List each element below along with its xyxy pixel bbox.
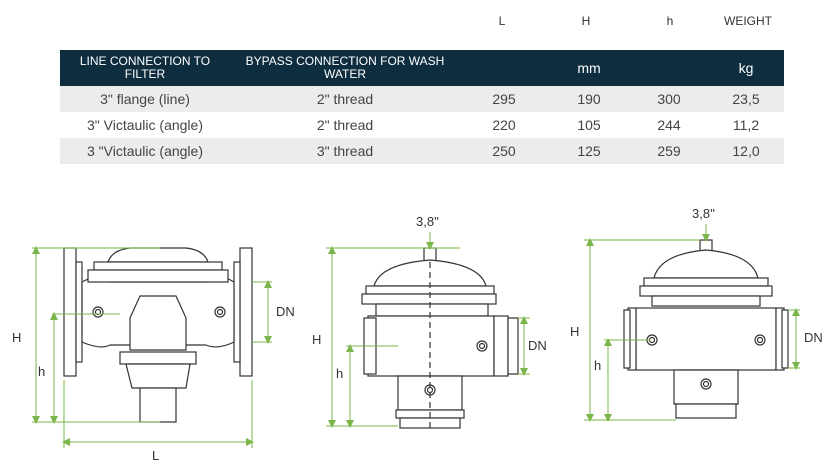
cell-weight: 23,5 [708, 86, 784, 112]
d2-label-top: 3,8'' [416, 214, 440, 229]
cell-bypass: 3" thread [230, 138, 460, 164]
drawing-flange-filter [63, 247, 253, 423]
cell-bypass: 2" thread [230, 86, 460, 112]
cell-H: 190 [548, 86, 630, 112]
drawing-angle-filter-side [361, 247, 519, 429]
d1-label-h: h [38, 364, 46, 379]
table-header-row: LINE CONNECTION TO FILTER BYPASS CONNECT… [60, 50, 784, 86]
d2-label-DN: DN [528, 338, 547, 353]
cell-L: 295 [460, 86, 548, 112]
table-row: 3 "Victaulic (angle) 3" thread 250 125 2… [60, 138, 784, 164]
d3-label-DN: DN [804, 330, 823, 345]
d1-label-H: H [12, 330, 22, 345]
d3-label-H: H [570, 324, 580, 339]
drawing-angle-filter-front [623, 239, 789, 419]
d1-label-DN: DN [276, 304, 295, 319]
col-label-weight: WEIGHT [724, 14, 772, 28]
cell-bypass: 2" thread [230, 112, 460, 138]
d2-label-H: H [312, 332, 322, 347]
header-line-connection: LINE CONNECTION TO FILTER [60, 50, 230, 86]
cell-h: 300 [630, 86, 708, 112]
cell-h: 259 [630, 138, 708, 164]
d2-label-h: h [336, 366, 344, 381]
cell-weight: 11,2 [708, 112, 784, 138]
d3-label-h: h [594, 358, 602, 373]
cell-L: 250 [460, 138, 548, 164]
header-unit-kg: kg [708, 50, 784, 86]
spec-table: LINE CONNECTION TO FILTER BYPASS CONNECT… [60, 50, 784, 164]
cell-line: 3 "Victaulic (angle) [60, 138, 230, 164]
header-blank-2 [630, 50, 708, 86]
table-row: 3" flange (line) 2" thread 295 190 300 2… [60, 86, 784, 112]
header-blank-1 [460, 50, 548, 86]
col-label-H: H [581, 14, 591, 28]
header-bypass-connection: BYPASS CONNECTION FOR WASH WATER [230, 50, 460, 86]
cell-weight: 12,0 [708, 138, 784, 164]
table-row: 3" Victaulic (angle) 2" thread 220 105 2… [60, 112, 784, 138]
drawing1-dimensions [32, 246, 272, 448]
d1-label-L: L [152, 448, 160, 463]
cell-line: 3" Victaulic (angle) [60, 112, 230, 138]
col-label-L: L [498, 14, 506, 28]
cell-H: 125 [548, 138, 630, 164]
drawing3-dimensions [584, 224, 800, 422]
cell-h: 244 [630, 112, 708, 138]
d3-label-top: 3,8'' [692, 206, 716, 221]
header-unit-mm: mm [548, 50, 630, 86]
col-label-h: h [666, 14, 674, 28]
cell-H: 105 [548, 112, 630, 138]
cell-line: 3" flange (line) [60, 86, 230, 112]
cell-L: 220 [460, 112, 548, 138]
drawing2-dimensions [326, 232, 530, 428]
